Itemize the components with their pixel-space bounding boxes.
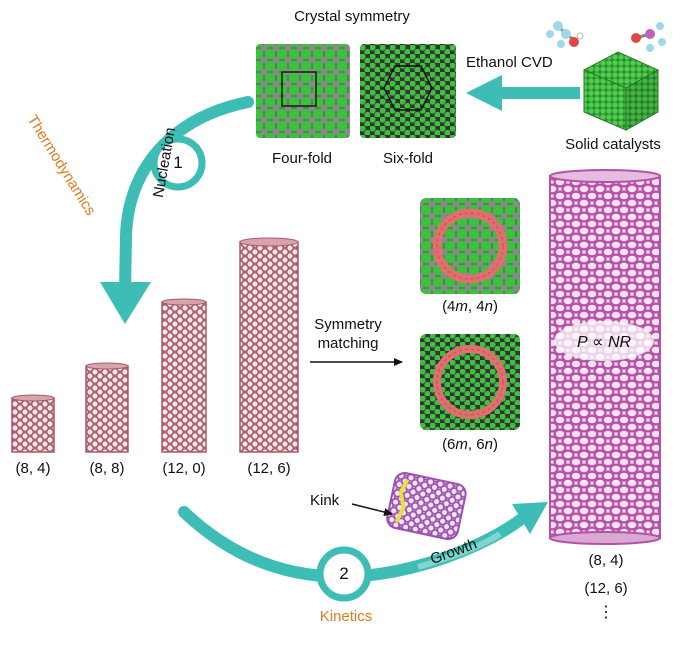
tube-8-4-label: (8, 4) [15, 460, 51, 477]
ethanol-molecule-icon [631, 22, 666, 52]
matching-label: matching [317, 335, 379, 352]
step-1-badge [150, 135, 206, 191]
tube-8-4 [11, 394, 55, 453]
kink-pointer [351, 503, 393, 516]
tube-12-6-label: (12, 6) [247, 460, 291, 477]
six-fold-index-label: (6m, 6n) [442, 436, 498, 453]
long-tube [549, 169, 661, 545]
tube-8-8 [85, 362, 129, 453]
growth-arrow-head [512, 502, 548, 534]
tube-12-0-label: (12, 0) [162, 460, 206, 477]
four-fold-index-label: (4m, 4n) [442, 298, 498, 315]
tube-8-8-label: (8, 8) [89, 460, 125, 477]
ethanol-cvd-arrow-head [466, 75, 502, 111]
rate-relation-label: P ∝ NR [576, 334, 632, 351]
step-1-number: 1 [173, 153, 183, 172]
kink-label: Kink [310, 492, 340, 509]
four-fold-lattice [256, 44, 350, 138]
symmetry-label: Symmetry [314, 316, 382, 333]
ethanol-cvd-label: Ethanol CVD [466, 54, 553, 71]
kinked-tube [386, 472, 467, 541]
step-2-badge [316, 546, 372, 602]
six-fold-match-panel [420, 334, 520, 430]
four-fold-label: Four-fold [271, 150, 333, 167]
six-fold-label: Six-fold [382, 150, 434, 167]
nucleation-arrow [119, 96, 254, 298]
six-fold-lattice [360, 44, 456, 138]
crystal-symmetry-title: Crystal symmetry [294, 8, 410, 25]
tube-12-6 [239, 237, 299, 453]
long-tube-8-4-label: (8, 4) [588, 552, 624, 569]
long-tube-12-6-label: (12, 6) [584, 580, 628, 597]
tube-12-0 [161, 298, 207, 453]
nucleation-arrow-head [100, 282, 151, 324]
ethanol-molecule-icon [546, 21, 584, 48]
ellipsis-label: ⋮ [598, 604, 614, 621]
kinetics-label: Kinetics [319, 608, 373, 625]
solid-catalysts-label: Solid catalysts [565, 136, 661, 153]
four-fold-match-panel [420, 198, 520, 294]
catalyst-cube-icon [582, 51, 660, 131]
step-2-number: 2 [339, 564, 349, 583]
